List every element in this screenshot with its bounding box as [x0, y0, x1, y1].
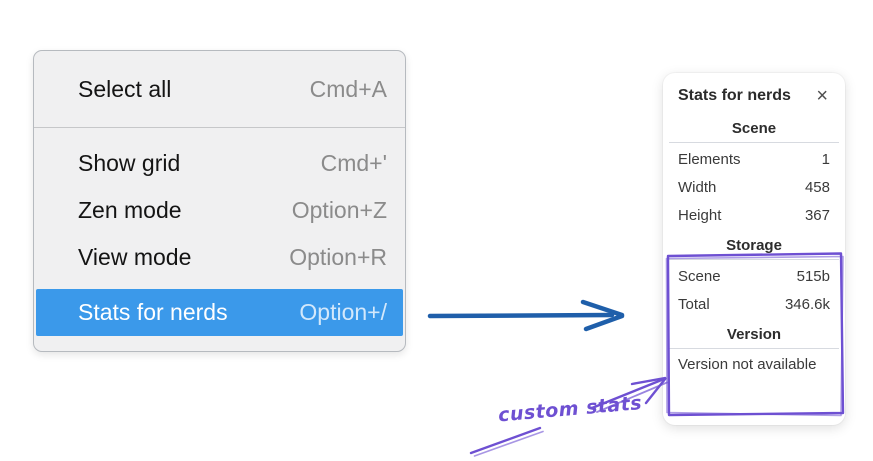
- menu-item-select-all[interactable]: Select all Cmd+A: [34, 66, 405, 113]
- menu-item-view-mode[interactable]: View mode Option+R: [34, 234, 405, 281]
- stat-label: Height: [678, 207, 722, 224]
- stats-panel-header: Stats for nerds ×: [678, 85, 830, 107]
- stat-row-height: Height 367: [678, 202, 830, 230]
- section-divider: [669, 348, 839, 349]
- stat-label: Width: [678, 179, 717, 196]
- stats-section-scene: Scene Elements 1 Width 458 Height 367: [669, 120, 839, 230]
- stat-label: Total: [678, 296, 710, 313]
- menu-item-label: Show grid: [78, 150, 181, 176]
- stats-panel: Stats for nerds × Scene Elements 1 Width…: [663, 73, 845, 425]
- menu-item-shortcut: Cmd+': [320, 150, 387, 176]
- section-divider: [669, 142, 839, 143]
- stat-row-width: Width 458: [678, 174, 830, 202]
- flow-arrow: [427, 299, 625, 332]
- stat-row-scene-size: Scene 515b: [678, 263, 830, 291]
- menu-item-label: Zen mode: [78, 197, 182, 223]
- menu-item-label: Stats for nerds: [78, 299, 228, 325]
- section-header-storage: Storage: [726, 237, 782, 254]
- version-note: Version not available: [678, 356, 817, 373]
- menu-section-bottom: Show grid Cmd+' Zen mode Option+Z View m…: [34, 128, 405, 336]
- close-icon[interactable]: ×: [816, 85, 828, 107]
- section-header-version: Version: [726, 326, 782, 343]
- stat-value: 458: [804, 179, 830, 196]
- menu-item-shortcut: Option+R: [289, 244, 387, 270]
- context-menu: Select all Cmd+A Show grid Cmd+' Zen mod…: [33, 50, 406, 352]
- stats-section-version: Version Version not available: [669, 326, 839, 373]
- stat-label: Scene: [678, 268, 721, 285]
- stat-value: 346.6k: [784, 296, 830, 313]
- menu-section-top: Select all Cmd+A: [34, 51, 405, 127]
- menu-item-label: Select all: [78, 75, 172, 102]
- stat-row-total-size: Total 346.6k: [678, 291, 830, 319]
- menu-item-label: View mode: [78, 244, 192, 270]
- stat-value: 367: [804, 207, 830, 224]
- menu-divider: [34, 127, 405, 128]
- menu-item-stats-for-nerds[interactable]: Stats for nerds Option+/: [36, 289, 403, 336]
- stat-label: Elements: [678, 151, 741, 168]
- menu-item-zen-mode[interactable]: Zen mode Option+Z: [34, 187, 405, 234]
- menu-item-shortcut: Option+Z: [291, 197, 387, 223]
- stat-row-elements: Elements 1: [678, 146, 830, 174]
- section-divider: [669, 259, 839, 260]
- section-header-scene: Scene: [731, 120, 777, 137]
- annotation-text: custom stats: [497, 392, 643, 427]
- stat-value: 1: [821, 151, 830, 168]
- menu-item-shortcut: Cmd+A: [309, 75, 387, 102]
- menu-item-show-grid[interactable]: Show grid Cmd+': [34, 140, 405, 187]
- stats-panel-title: Stats for nerds: [678, 87, 791, 104]
- stat-value: 515b: [796, 268, 830, 285]
- menu-item-shortcut: Option+/: [299, 299, 387, 325]
- stats-section-storage: Storage Scene 515b Total 346.6k: [669, 237, 839, 319]
